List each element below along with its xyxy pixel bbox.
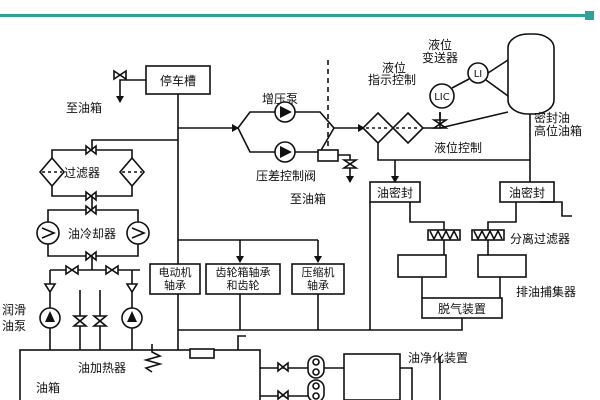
level-indicator-label-2: 指示控制 xyxy=(368,72,416,87)
dp-valve-drain-line xyxy=(338,154,354,183)
tank-vent-line xyxy=(237,335,246,350)
gear-bearing-box xyxy=(205,263,281,295)
filter-outlet-valve-icon xyxy=(85,144,97,156)
level-control-label: 液位控制 xyxy=(434,140,482,155)
dp-valve-actuator-icon xyxy=(317,149,339,162)
seal-right-vent-line xyxy=(540,201,572,217)
oil-seal-left-label: 油密封 xyxy=(377,185,413,200)
sep-filter-1-inlet xyxy=(409,202,445,230)
lube-pump-2-arrow-icon xyxy=(127,311,137,322)
oil-purifier-label: 油净化装置 xyxy=(408,351,468,365)
purifier-pump-1-icon xyxy=(307,355,325,379)
oil-heater-coil-icon xyxy=(143,344,163,373)
oil-cooler-2-coil xyxy=(131,227,147,239)
pump-1-check-valve-icon xyxy=(43,283,57,294)
stop-tank-box xyxy=(145,65,211,95)
motor-bearing-label-1: 电动机 xyxy=(159,265,192,279)
pump-bypass-valve-1-icon xyxy=(91,315,109,327)
booster-pump-2-arrow-icon xyxy=(280,146,292,158)
lube-pump-label-2: 油泵 xyxy=(2,319,26,333)
tank-sight-glass-icon xyxy=(189,348,215,359)
comp-bearing-label-1: 压缩机 xyxy=(302,265,335,279)
purifier-pump-1-gear-b xyxy=(312,368,320,376)
purifier-pump-2-gear-b xyxy=(312,392,320,400)
seal-oil-head-tank xyxy=(507,33,555,115)
pump-header-valve-2-icon xyxy=(105,264,119,276)
purifier-pump-1-gear-a xyxy=(312,358,320,366)
level-transmitter-label-1: 液位 xyxy=(428,37,452,52)
separation-filter-1-element xyxy=(429,229,459,241)
purifier-pump-2-icon xyxy=(307,379,325,400)
seal-supply-to-tank-line xyxy=(439,111,509,129)
motor-bearing-box xyxy=(149,263,201,295)
lic-tag: LIC xyxy=(434,92,450,103)
oil-trap-1-box xyxy=(397,254,447,278)
li-tank-lower-tap xyxy=(485,79,509,97)
lube-pump-1-arrow-icon xyxy=(45,311,55,322)
filter-to-header-line xyxy=(91,139,178,150)
level-transmitter-label-2: 变送器 xyxy=(422,50,458,65)
to-oil-tank-label-1: 至油箱 xyxy=(66,100,102,115)
motor-bearing-label-2: 轴承 xyxy=(164,278,186,292)
oil-trap-2-box xyxy=(477,254,527,278)
seal-distribution-header xyxy=(377,143,530,161)
sep-filter-2-inlet xyxy=(487,202,517,230)
filter-label: 过滤器 xyxy=(64,166,100,180)
purifier-return-valve-icon xyxy=(277,389,289,400)
cooler-inlet-valve-icon xyxy=(85,250,97,262)
comp-bearing-label-2: 轴承 xyxy=(307,278,329,292)
cooler-outlet-valve-icon xyxy=(85,204,97,216)
dp-valve-label: 压差控制阀 xyxy=(256,169,316,183)
stop-tank-drain-valve-icon xyxy=(113,69,127,81)
oil-seal-right-label: 油密封 xyxy=(509,185,545,200)
header-accent-bar xyxy=(0,14,586,17)
oil-cooler-label: 油冷却器 xyxy=(68,227,116,241)
pump-2-check-valve-icon xyxy=(125,283,139,294)
level-indicator-label-1: 液位 xyxy=(382,60,406,75)
header-accent-square xyxy=(585,11,594,20)
li-lic-signal-line xyxy=(451,78,470,89)
stop-tank-drain-line xyxy=(116,79,146,103)
li-tag: LI xyxy=(474,69,483,80)
stop-tank-label: 停车槽 xyxy=(160,73,196,88)
to-oil-tank-label-2: 至油箱 xyxy=(290,191,326,206)
pump-header-valve-1-icon xyxy=(65,264,79,276)
lic-instrument-icon xyxy=(429,83,455,109)
seal-tank-label-2: 高位油箱 xyxy=(534,123,582,138)
filter-inlet-valve-icon xyxy=(85,190,97,202)
lube-pump-label-1: 润滑 xyxy=(2,303,26,317)
degas-unit-label: 脱气装置 xyxy=(438,301,486,316)
separation-filter-label: 分离过滤器 xyxy=(510,231,570,246)
oil-cooler-1-coil xyxy=(41,227,57,239)
oil-purifier-box xyxy=(343,353,401,400)
comp-bearing-box xyxy=(291,263,345,295)
oil-trap-label: 排油捕集器 xyxy=(516,284,576,299)
dp-valve-icon xyxy=(341,159,359,169)
seal-tank-label-1: 密封油 xyxy=(534,110,570,125)
oil-heater-label: 油加热器 xyxy=(78,361,126,375)
pump-bypass-valve-2-icon xyxy=(71,315,89,327)
purifier-pump-2-gear-a xyxy=(312,382,320,390)
oil-seal-right-box xyxy=(499,181,555,203)
separation-filter-2-element xyxy=(473,229,503,241)
degas-return-line xyxy=(178,318,463,331)
purifier-inlet-valve-icon xyxy=(277,361,289,373)
gear-bearing-label-1: 齿轮箱轴承 xyxy=(216,265,271,279)
booster-pump-1-arrow-icon xyxy=(280,106,292,118)
oil-tank-box xyxy=(19,349,261,400)
oil-tank-label: 油箱 xyxy=(36,380,60,395)
gear-bearing-label-2: 和齿轮 xyxy=(227,278,260,292)
purifier-outlet-line-1 xyxy=(400,367,413,400)
li-tank-upper-tap xyxy=(487,59,509,74)
